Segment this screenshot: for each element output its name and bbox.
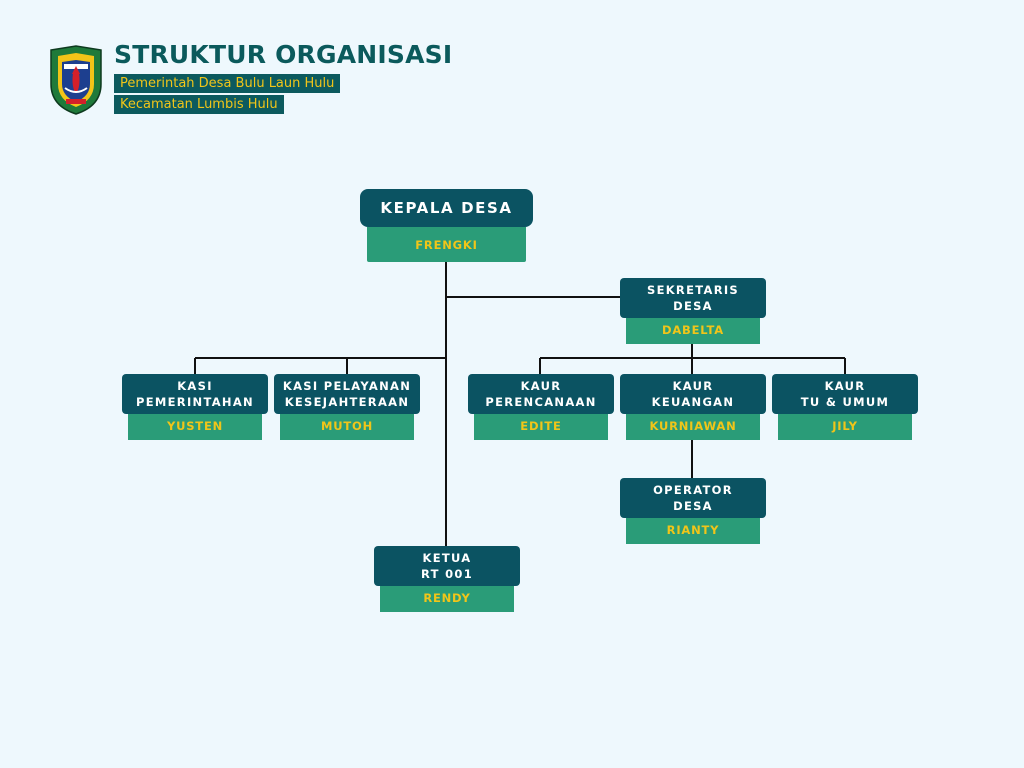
node-operator-desa: OPERATOR DESA RIANTY — [620, 478, 766, 544]
name-kaur-keuangan: KURNIAWAN — [626, 412, 760, 440]
node-kaur-keuangan: KAUR KEUANGAN KURNIAWAN — [620, 374, 766, 440]
node-kasi-pelayanan: KASI PELAYANAN KESEJAHTERAAN MUTOH — [274, 374, 420, 440]
name-ketua-rt: RENDY — [380, 584, 514, 612]
role-kepala-desa: KEPALA DESA — [360, 189, 533, 227]
role-sekretaris-desa: SEKRETARIS DESA — [620, 278, 766, 318]
name-kasi-pemerintahan: YUSTEN — [128, 412, 262, 440]
page-title: STRUKTUR ORGANISASI — [114, 40, 453, 69]
name-kaur-tu-umum: JILY — [778, 412, 912, 440]
role-kaur-keuangan: KAUR KEUANGAN — [620, 374, 766, 414]
role-ketua-rt: KETUA RT 001 — [374, 546, 520, 586]
node-kaur-perencanaan: KAUR PERENCANAAN EDITE — [468, 374, 614, 440]
node-kaur-tu-umum: KAUR TU & UMUM JILY — [772, 374, 918, 440]
regency-crest-icon — [50, 45, 102, 115]
role-operator-desa: OPERATOR DESA — [620, 478, 766, 518]
name-kepala-desa: FRENGKI — [367, 227, 526, 262]
role-kaur-perencanaan: KAUR PERENCANAAN — [468, 374, 614, 414]
role-kasi-pelayanan: KASI PELAYANAN KESEJAHTERAAN — [274, 374, 420, 414]
name-kaur-perencanaan: EDITE — [474, 412, 608, 440]
node-kasi-pemerintahan: KASI PEMERINTAHAN YUSTEN — [122, 374, 268, 440]
name-operator-desa: RIANTY — [626, 516, 760, 544]
role-kasi-pemerintahan: KASI PEMERINTAHAN — [122, 374, 268, 414]
name-kasi-pelayanan: MUTOH — [280, 412, 414, 440]
subtitle-village: Pemerintah Desa Bulu Laun Hulu — [114, 74, 341, 93]
node-sekretaris-desa: SEKRETARIS DESA DABELTA — [620, 278, 766, 344]
node-ketua-rt: KETUA RT 001 RENDY — [374, 546, 520, 612]
subtitle-district: Kecamatan Lumbis Hulu — [114, 95, 284, 114]
role-kaur-tu-umum: KAUR TU & UMUM — [772, 374, 918, 414]
name-sekretaris-desa: DABELTA — [626, 316, 760, 344]
